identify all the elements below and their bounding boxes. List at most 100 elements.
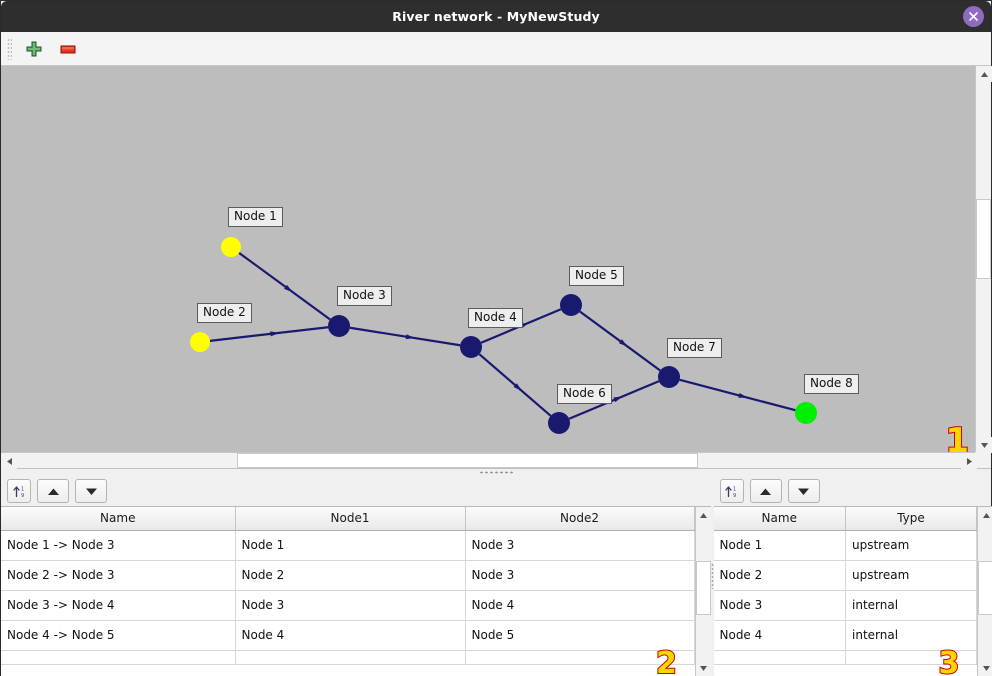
table-cell[interactable]: Node 1 [713, 530, 846, 561]
table-cell[interactable]: internal [845, 590, 977, 621]
table-cell[interactable]: Node 4 -> Node 5 [1, 620, 236, 651]
graph-node-label-node-2[interactable]: Node 2 [197, 303, 252, 323]
graph-node-node-7[interactable] [658, 366, 680, 388]
graph-node-node-5[interactable] [560, 294, 582, 316]
edge-Node1-to-Node3[interactable] [238, 252, 331, 321]
table-empty-row [1, 650, 695, 665]
scroll-right-arrow-icon[interactable] [961, 453, 977, 469]
edge-Node4-to-Node6[interactable] [478, 353, 552, 417]
move-down-button[interactable] [75, 479, 107, 503]
graph-vertical-scrollbar[interactable] [975, 66, 992, 453]
graph-node-node-8[interactable] [795, 402, 817, 424]
move-down-button[interactable] [787, 479, 820, 503]
graph-node-node-6[interactable] [548, 412, 570, 434]
scroll-up-arrow-icon[interactable] [976, 66, 992, 82]
edge-Node7-to-Node8[interactable] [679, 378, 796, 412]
edge-Node5-to-Node7[interactable] [579, 310, 661, 372]
graph-hscroll-thumb[interactable] [237, 453, 698, 468]
edge-arrowhead-icon [613, 396, 623, 403]
edge-arrowhead-icon [405, 334, 415, 340]
table-cell[interactable]: Node 1 [235, 530, 466, 561]
graph-node-node-2[interactable] [190, 332, 210, 352]
column-header-name[interactable]: Name [1, 507, 236, 531]
column-header-type[interactable]: Type [845, 507, 977, 531]
branch-table-vertical-scrollbar[interactable] [694, 507, 711, 676]
graph-node-label-node-8[interactable]: Node 8 [804, 374, 859, 394]
scroll-left-arrow-icon[interactable] [1, 453, 17, 469]
graph-canvas[interactable]: Node 1 Node 2 Node 3 Node 4 Node 5 Node 6 Node… [1, 66, 977, 453]
move-up-button[interactable] [749, 479, 782, 503]
graph-vscroll-track[interactable] [976, 82, 991, 437]
sort-button[interactable]: 1 9 [7, 479, 31, 503]
node-vscroll-track[interactable] [978, 523, 992, 660]
edge-Node2-to-Node3[interactable] [209, 326, 329, 342]
column-header-node2[interactable]: Node2 [465, 507, 695, 531]
node-vscroll-thumb[interactable] [978, 561, 992, 615]
table-cell[interactable]: upstream [845, 560, 977, 591]
graph-hscroll-track[interactable] [17, 453, 961, 468]
table-cell[interactable]: Node 4 [235, 620, 466, 651]
triangle-down-icon [85, 488, 97, 495]
scroll-up-arrow-icon[interactable] [978, 507, 992, 523]
scroll-down-arrow-icon[interactable] [978, 660, 992, 676]
table-cell[interactable]: Node 3 [713, 590, 846, 621]
sort-button[interactable]: 1 9 [719, 479, 744, 503]
table-cell[interactable]: Node 2 -> Node 3 [1, 560, 236, 591]
move-up-button[interactable] [37, 479, 69, 503]
table-cell[interactable]: Node 2 [235, 560, 466, 591]
node-table-vertical-scrollbar[interactable] [977, 507, 992, 676]
table-cell[interactable]: Node 4 [713, 620, 846, 651]
graph-horizontal-scrollbar[interactable] [1, 452, 977, 469]
vertical-splitter[interactable] [710, 476, 714, 676]
add-node-button[interactable] [22, 37, 46, 61]
graph-node-node-4[interactable] [460, 336, 482, 358]
delete-node-button[interactable] [56, 37, 80, 61]
branch-vscroll-track[interactable] [695, 523, 711, 660]
column-header-name[interactable]: Name [713, 507, 846, 531]
table-cell[interactable]: upstream [845, 530, 977, 561]
table-cell[interactable]: Node 3 -> Node 4 [1, 590, 236, 621]
graph-node-label-node-1[interactable]: Node 1 [228, 207, 283, 227]
graph-node-node-3[interactable] [328, 315, 350, 337]
horizontal-splitter[interactable] [1, 469, 991, 476]
graph-node-node-1[interactable] [221, 237, 241, 257]
table-cell[interactable]: Node 4 [465, 590, 695, 621]
river-network-graph-panel[interactable]: Node 1 Node 2 Node 3 Node 4 Node 5 Node 6 Node… [1, 66, 992, 469]
branch-vscroll-thumb[interactable] [695, 561, 711, 615]
graph-node-label-node-4[interactable]: Node 4 [468, 308, 523, 328]
column-header-node1[interactable]: Node1 [235, 507, 466, 531]
edge-Node3-to-Node4[interactable] [349, 326, 461, 347]
table-cell[interactable]: Node 5 [465, 620, 695, 651]
edge-Node6-to-Node7[interactable] [568, 380, 660, 420]
graph-node-label-node-7[interactable]: Node 7 [667, 338, 722, 358]
table-cell[interactable]: Node 2 [713, 560, 846, 591]
graph-node-label-node-6[interactable]: Node 6 [557, 384, 612, 404]
graph-vscroll-thumb[interactable] [976, 199, 991, 279]
scroll-up-arrow-icon[interactable] [695, 507, 711, 523]
table-cell[interactable]: Node 3 [465, 530, 695, 561]
scroll-down-arrow-icon[interactable] [976, 437, 992, 453]
table-cell[interactable]: Node 1 -> Node 3 [1, 530, 236, 561]
scroll-down-arrow-icon[interactable] [695, 660, 711, 676]
graph-node-label-node-5[interactable]: Node 5 [569, 266, 624, 286]
table-cell[interactable]: Node 3 [235, 590, 466, 621]
toolbar-drag-handle[interactable] [7, 37, 12, 60]
close-icon[interactable] [963, 6, 984, 27]
table-cell[interactable]: Node 3 [465, 560, 695, 591]
table-cell[interactable]: internal [845, 620, 977, 651]
graph-node-label-node-3[interactable]: Node 3 [337, 286, 392, 306]
